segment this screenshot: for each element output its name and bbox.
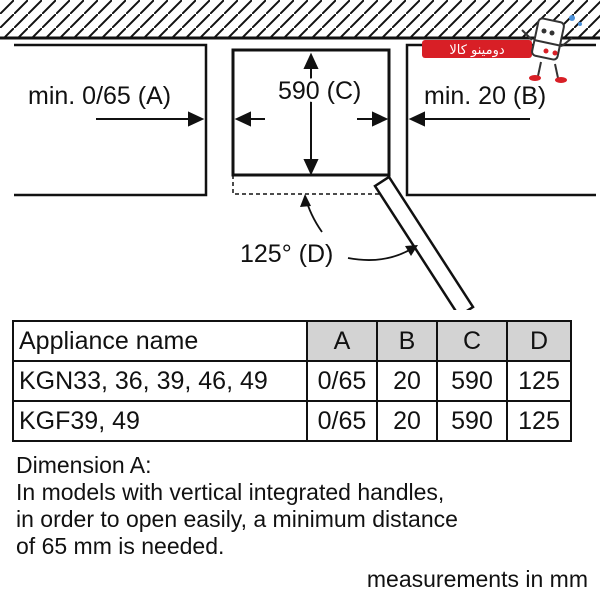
angle-d-label: 125° (D) [240, 240, 333, 268]
installation-diagram: min. 0/65 (A) 590 (C) min. 20 (B) 125° (… [0, 0, 600, 310]
cell-b: 20 [376, 400, 438, 442]
cell-d: 125 [506, 360, 572, 402]
header-b: B [376, 320, 438, 362]
cell-d: 125 [506, 400, 572, 442]
dimension-table: Appliance name A B C D KGN33, 36, 39, 46… [12, 320, 572, 442]
note-heading: Dimension A: [16, 452, 152, 478]
dimension-c-label: 590 (C) [278, 77, 361, 105]
header-d: D [506, 320, 572, 362]
table-header-row: Appliance name A B C D [12, 320, 572, 362]
note-line: In models with vertical integrated handl… [16, 479, 445, 505]
cell-a: 0/65 [306, 400, 378, 442]
angle-d-arrows [300, 194, 418, 261]
dimension-a-label: min. 0/65 (A) [28, 82, 171, 110]
units-caption: measurements in mm [366, 566, 588, 592]
cell-appliance-name: KGN33, 36, 39, 46, 49 [12, 360, 308, 402]
cell-a: 0/65 [306, 360, 378, 402]
dimension-b-arrow [408, 111, 530, 127]
dimension-c-arrow [303, 52, 319, 176]
header-appliance-name: Appliance name [12, 320, 308, 362]
inner-width-arrows [234, 111, 389, 127]
note-line: in order to open easily, a minimum dista… [16, 506, 458, 532]
brand-logo: دومینو کالا [422, 15, 582, 83]
dimension-a-arrow [96, 111, 205, 127]
header-a: A [306, 320, 378, 362]
cell-appliance-name: KGF39, 49 [12, 400, 308, 442]
table-row: KGF39, 49 0/65 20 590 125 [12, 400, 572, 442]
header-c: C [436, 320, 508, 362]
dimension-b-label: min. 20 (B) [424, 82, 546, 110]
cell-b: 20 [376, 360, 438, 402]
cell-c: 590 [436, 360, 508, 402]
open-door [373, 175, 475, 310]
domino-mascot-icon [521, 15, 582, 83]
cell-c: 590 [436, 400, 508, 442]
ceiling-wall [0, 0, 600, 40]
table-row: KGN33, 36, 39, 46, 49 0/65 20 590 125 [12, 360, 572, 402]
closed-door-outline [232, 175, 389, 195]
dimension-notes: Dimension A: In models with vertical int… [16, 452, 458, 560]
note-line: of 65 mm is needed. [16, 533, 225, 559]
left-cabinet [14, 43, 208, 197]
brand-logo-text: دومینو کالا [449, 43, 504, 58]
